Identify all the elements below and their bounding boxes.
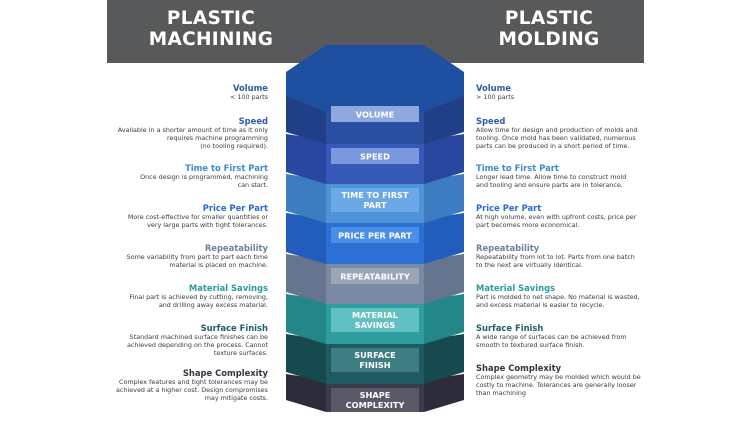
- item-description: Available in a shorter amount of time as…: [117, 126, 268, 151]
- layer-label: MATERIAL: [352, 310, 398, 320]
- right-column-title: PLASTIC MOLDING: [498, 8, 600, 50]
- item-description: < 100 parts: [229, 93, 268, 101]
- item-title: Shape Complexity: [182, 368, 268, 378]
- item-title: Price Per Part: [202, 203, 268, 213]
- item-title: Surface Finish: [476, 323, 544, 333]
- item-title: Surface Finish: [200, 323, 268, 333]
- layer-label-bg: [331, 348, 419, 372]
- item-description: Standard machined surface finishes can b…: [126, 333, 268, 358]
- item-title: Shape Complexity: [476, 363, 562, 373]
- item-description: > 100 parts: [476, 93, 515, 101]
- item-title: Repeatability: [476, 243, 540, 253]
- item-title: Material Savings: [188, 283, 268, 293]
- item-description: Complex geometry may be molded which wou…: [476, 373, 641, 398]
- layer-label: SAVINGS: [355, 320, 396, 330]
- item-title: Repeatability: [204, 243, 268, 253]
- layer-label-bg: [331, 106, 419, 122]
- item-title: Volume: [476, 83, 512, 93]
- item-title: Speed: [238, 116, 268, 126]
- layer-label: PRICE PER PART: [338, 231, 412, 241]
- layer-label: FINISH: [359, 360, 390, 370]
- item-description: Allow time for design and production of …: [476, 126, 638, 151]
- layer-label: TIME TO FIRST: [341, 190, 408, 200]
- item-description: Longer lead time. Allow time to construc…: [476, 173, 627, 190]
- item-title: Time to First Part: [185, 163, 268, 173]
- item-description: Final part is achieved by cutting, remov…: [129, 293, 268, 310]
- layer-label: COMPLEXITY: [346, 400, 406, 410]
- item-title: Volume: [232, 83, 268, 93]
- molding-item: Volume> 100 parts: [476, 83, 744, 101]
- layer-label-bg: [331, 148, 419, 164]
- item-description: A wide range of surfaces can be achieved…: [476, 333, 627, 350]
- item-description: Repeatability from lot to lot. Parts fro…: [476, 253, 635, 270]
- item-description: More cost-effective for smaller quantiti…: [127, 213, 268, 230]
- stack-top-face: [286, 45, 464, 112]
- layer-label-bg: [331, 308, 419, 332]
- layer-label: SHAPE: [360, 390, 391, 400]
- layer-label: PART: [363, 200, 387, 210]
- item-description: Once design is programmed, machining can…: [140, 173, 268, 190]
- layer-label: SPEED: [360, 152, 390, 162]
- left-column-title: PLASTIC MACHINING: [148, 8, 274, 50]
- machining-item: Volume< 100 parts: [0, 83, 268, 101]
- item-title: Time to First Part: [476, 163, 559, 173]
- layer-label-bg: [331, 268, 419, 284]
- item-description: Complex features and tight tolerances ma…: [115, 378, 268, 403]
- item-description: At high volume, even with upfront costs,…: [476, 213, 637, 230]
- item-description: Part is molded to net shape. No material…: [476, 293, 640, 310]
- item-title: Speed: [476, 116, 506, 126]
- layer-label-bg: [331, 388, 419, 412]
- layer-label-bg: [331, 188, 419, 212]
- layer-label: SURFACE: [354, 350, 395, 360]
- item-description: Some variability from part to part each …: [126, 253, 268, 270]
- item-title: Material Savings: [476, 283, 556, 293]
- item-title: Price Per Part: [476, 203, 542, 213]
- layer-label: VOLUME: [356, 110, 394, 120]
- layer-label: REPEATABILITY: [340, 272, 411, 282]
- layer-label-bg: [331, 227, 419, 243]
